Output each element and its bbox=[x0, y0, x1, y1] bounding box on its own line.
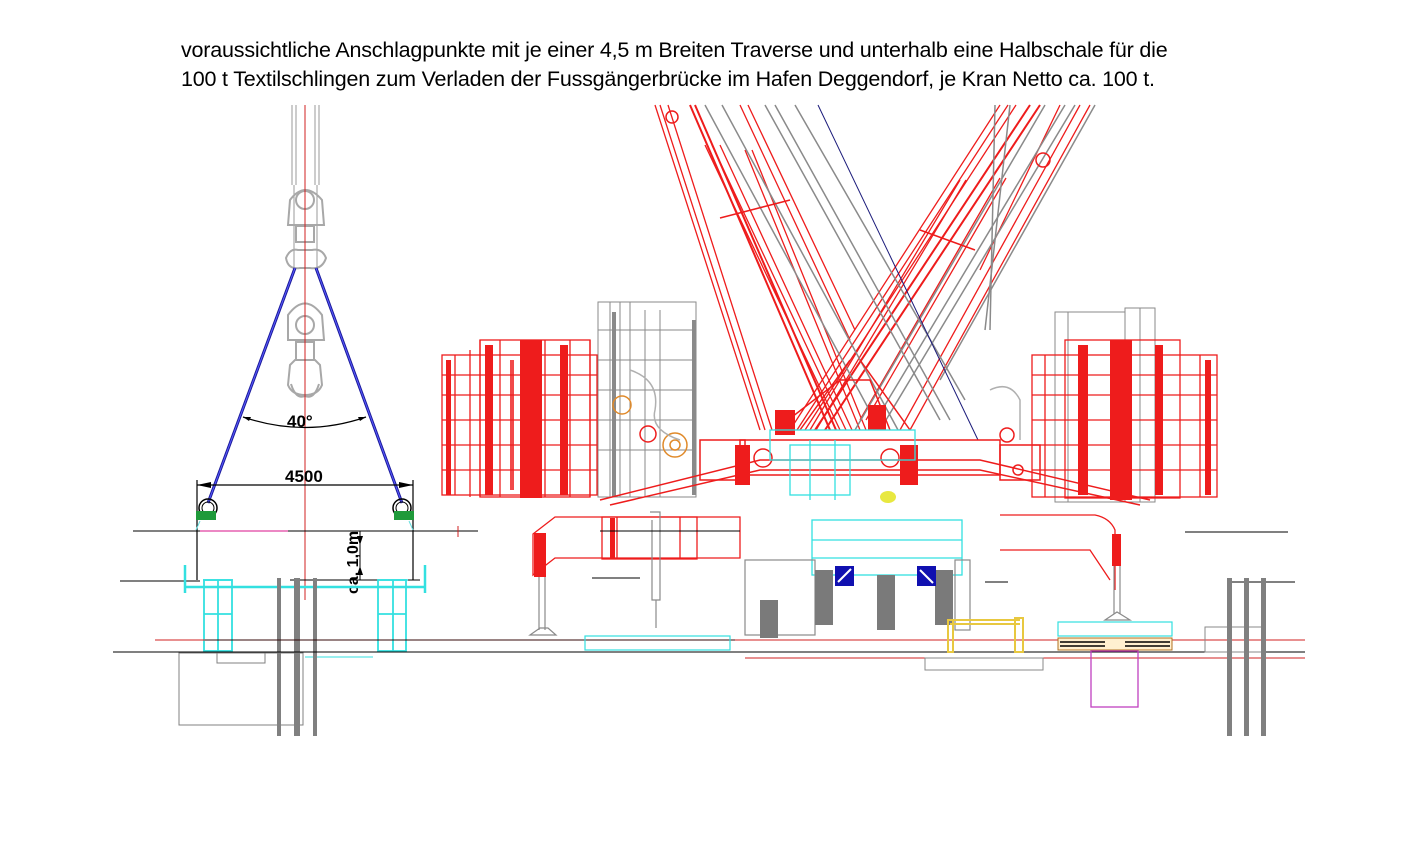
ground-mats-and-supports bbox=[592, 530, 1295, 708]
cab-cyan-structure bbox=[769, 429, 963, 576]
angle-label: 40° bbox=[287, 412, 313, 431]
magenta-foundation-block bbox=[1090, 650, 1139, 708]
piles-left bbox=[277, 578, 317, 736]
crane-superstructure bbox=[599, 359, 1151, 576]
caption-line-2: 100 t Textilschlingen zum Verladen der F… bbox=[181, 67, 1155, 91]
hook-block-upper bbox=[284, 189, 328, 270]
bridge-supports bbox=[203, 579, 407, 658]
angle-arc bbox=[242, 416, 367, 429]
hook-block-lower bbox=[286, 302, 326, 398]
crane-bogies bbox=[760, 570, 953, 638]
counterweight-left bbox=[441, 301, 697, 498]
crane-boom-side bbox=[291, 105, 320, 270]
shackle-left bbox=[195, 498, 218, 531]
crane-carbody-outriggers bbox=[528, 511, 1173, 651]
piles-right bbox=[1227, 578, 1266, 736]
shackle-right bbox=[392, 498, 414, 531]
counterweight-right bbox=[989, 307, 1218, 503]
caption-line-1: voraussichtliche Anschlagpunkte mit je e… bbox=[181, 38, 1168, 62]
crane-booms bbox=[654, 104, 1096, 441]
width-dimension-label: 4500 bbox=[285, 467, 323, 486]
foundation-block-left bbox=[178, 652, 304, 726]
timber-mat bbox=[1057, 637, 1173, 651]
side-view-lifting-detail: 40° 4500 ca bbox=[120, 105, 478, 736]
height-dimension-label: ca. 1,0m bbox=[345, 531, 362, 594]
drawing-caption: voraussichtliche Anschlagpunkte mit je e… bbox=[181, 36, 1281, 94]
